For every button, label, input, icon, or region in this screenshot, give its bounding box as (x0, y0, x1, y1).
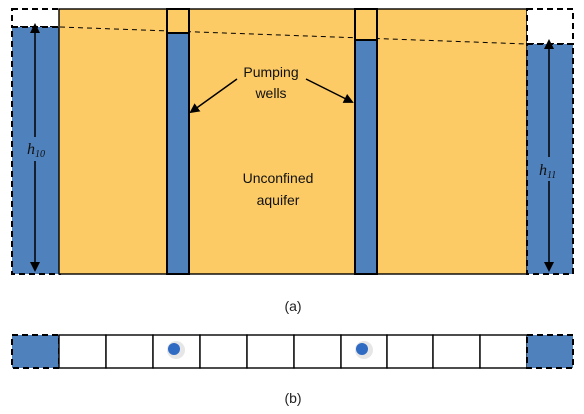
grid-cell (293, 334, 342, 369)
right-boundary-dry-zone (526, 8, 574, 45)
water-table-line (59, 26, 528, 45)
pumping-well-2-casing-top (354, 8, 378, 41)
left-boundary-cell (11, 334, 60, 369)
right-boundary-cell (526, 334, 574, 369)
pointer-arrow-well-2 (305, 78, 354, 103)
left-head-label: h10 (27, 141, 45, 160)
pumping-well-1 (166, 32, 190, 275)
grid-cell (432, 334, 481, 369)
right-head-label-bg (536, 157, 566, 181)
grid-cell-well-1 (152, 334, 201, 369)
panel-a: h10 h11 Pumping wells Unconfined aquifer… (11, 8, 574, 314)
grid-cell (479, 334, 528, 369)
pumping-wells-label-line2: wells (254, 85, 286, 101)
left-boundary-dry-zone (11, 8, 61, 28)
grid-cell (199, 334, 248, 369)
left-head-symbol: h (27, 141, 35, 158)
left-head-subscript: 10 (35, 149, 45, 160)
right-head-subscript: 11 (547, 170, 556, 181)
pointer-arrow-well-1 (189, 78, 238, 114)
left-head-label-bg (24, 137, 47, 161)
right-head-symbol: h (539, 162, 547, 179)
grid-cell (58, 334, 107, 369)
pumping-well-2 (354, 39, 378, 275)
unconfined-aquifer-label-line1: Unconfined (243, 170, 314, 186)
pumping-wells-label-line1: Pumping (243, 64, 298, 80)
pumping-well-1-casing-top (166, 8, 190, 34)
grid-cell (246, 334, 295, 369)
well-marker-1-inner (168, 343, 180, 355)
unconfined-aquifer-body (58, 8, 528, 275)
grid-cell (105, 334, 154, 369)
right-head-label: h11 (539, 162, 556, 181)
well-marker-2-inner (356, 343, 368, 355)
unconfined-aquifer-label-line2: aquifer (257, 192, 300, 208)
grid-cell (386, 334, 434, 369)
caption-b: (b) (284, 390, 301, 406)
caption-a: (a) (284, 298, 301, 314)
panel-b: (b) (11, 334, 574, 406)
